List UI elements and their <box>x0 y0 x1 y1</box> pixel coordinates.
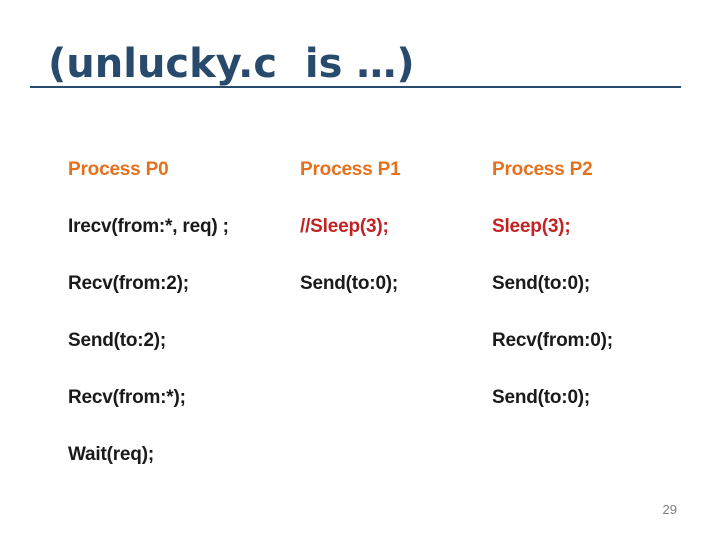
code-cell-p2-recv-from-0: Recv(from:0); <box>492 329 613 351</box>
process-p1-header: Process P1 <box>300 158 401 180</box>
code-cell-p0-send-to-2: Send(to:2); <box>68 329 167 351</box>
code-cell-p2-send-to-0: Send(to:0); <box>492 272 591 294</box>
code-cell-p0-irecv: Irecv(from:*, req) ; <box>68 215 229 237</box>
process-p2-header: Process P2 <box>492 158 593 180</box>
code-cell-p0-recv-from-any: Recv(from:*); <box>68 386 186 408</box>
title-underline <box>30 86 681 88</box>
slide-title: (unlucky.c is …) <box>48 41 415 87</box>
code-cell-p2-send-to-0-2: Send(to:0); <box>492 386 591 408</box>
code-cell-p2-sleep: Sleep(3); <box>492 215 571 237</box>
page-number: 29 <box>662 502 677 517</box>
code-cell-p1-commented-sleep: //Sleep(3); <box>300 215 389 237</box>
code-cell-p0-recv-from-2: Recv(from:2); <box>68 272 189 294</box>
code-cell-p1-send-to-0: Send(to:0); <box>300 272 399 294</box>
code-cell-p0-wait: Wait(req); <box>68 443 154 465</box>
process-p0-header: Process P0 <box>68 158 169 180</box>
process-table: Process P0 Process P1 Process P2 Irecv(f… <box>68 141 708 483</box>
